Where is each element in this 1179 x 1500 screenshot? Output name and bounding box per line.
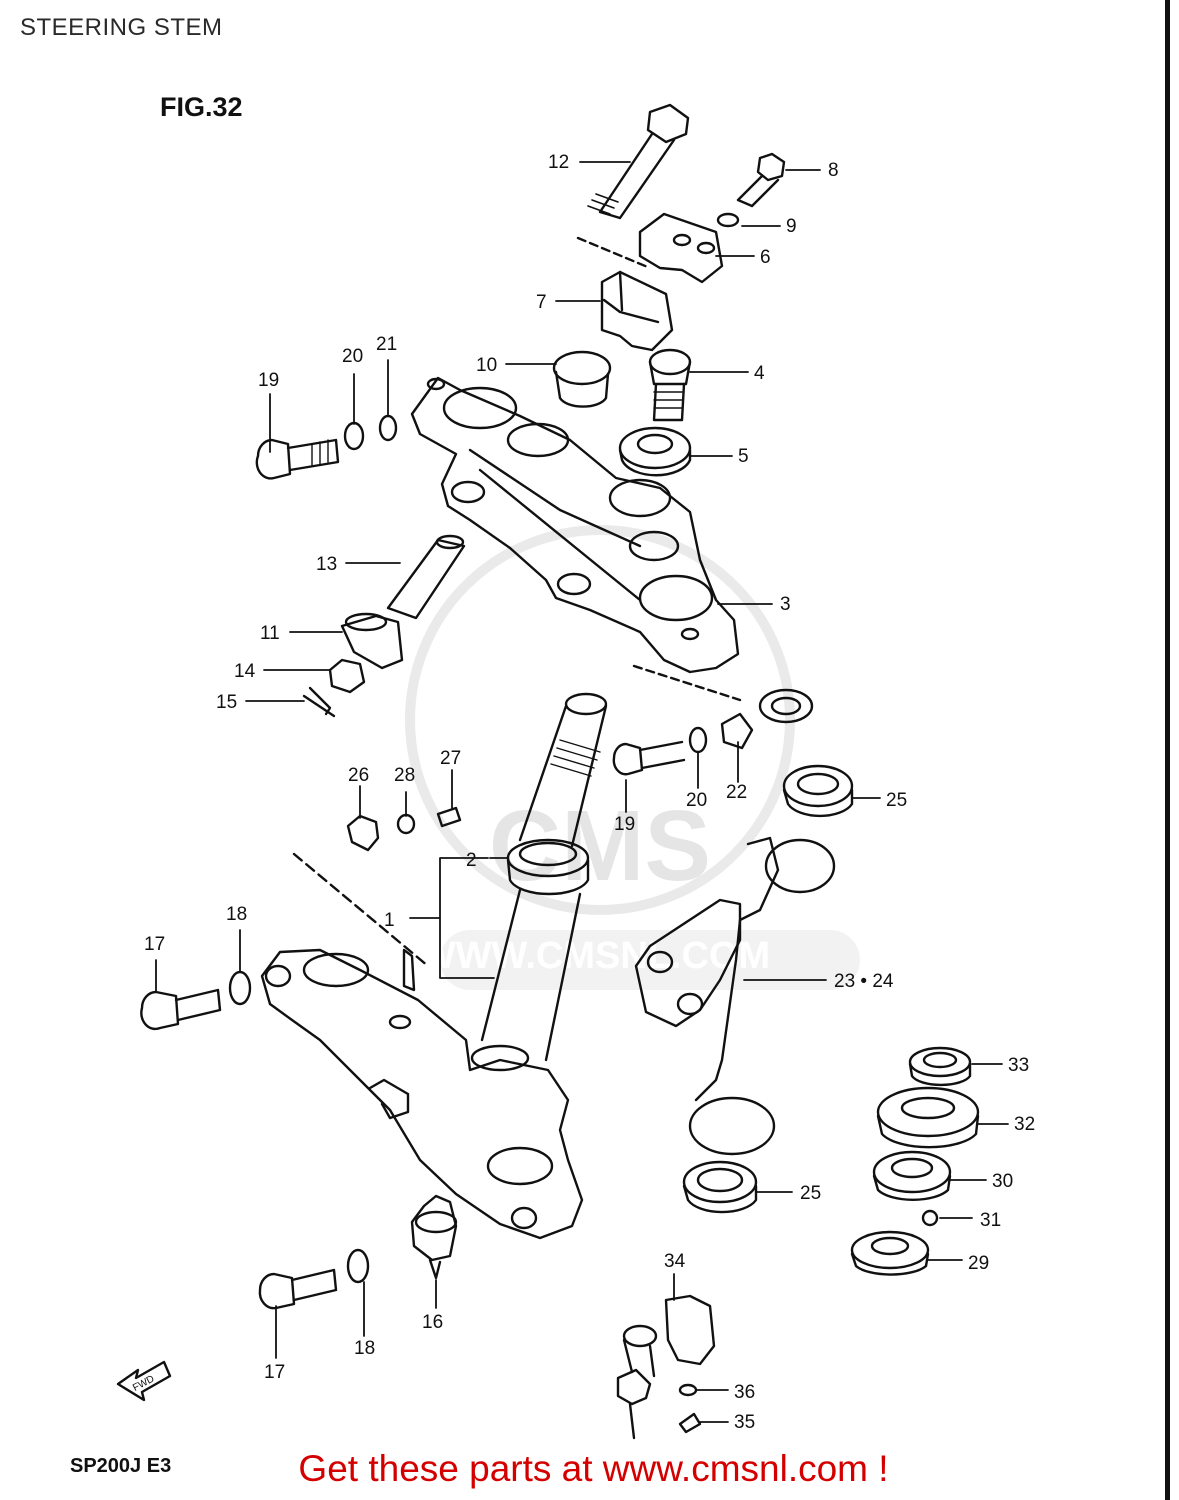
washer-28 (396, 813, 416, 835)
callout-20-lower: 20 (686, 790, 707, 811)
callout-21: 21 (376, 334, 397, 355)
ball-31 (921, 1209, 939, 1227)
callout-11: 11 (260, 623, 280, 644)
leader-dashed (576, 236, 652, 270)
callout-1: 1 (384, 910, 395, 931)
callout-26: 26 (348, 765, 369, 786)
grommet-25a (782, 764, 854, 818)
washer-21 (378, 414, 398, 442)
grommet-25b (682, 1160, 758, 1214)
callout-23-24: 23 • 24 (834, 971, 894, 992)
grommet-upper (758, 688, 814, 724)
spacer-13 (386, 534, 466, 620)
callout-36: 36 (734, 1382, 755, 1403)
leader-lines (155, 161, 1009, 1423)
handlebar-holder-7 (600, 270, 674, 352)
callout-5: 5 (738, 446, 749, 467)
callout-19-lower: 19 (614, 814, 635, 835)
callout-16: 16 (422, 1312, 443, 1333)
nut-14 (328, 658, 366, 694)
washer-5 (618, 426, 692, 477)
bracket-23-24 (634, 836, 836, 1156)
callout-6: 6 (760, 247, 771, 268)
page-title: STEERING STEM (20, 14, 223, 41)
bolt-17-lower (258, 1268, 338, 1310)
nut-33 (908, 1046, 972, 1087)
handlebar-clamp-upper-6 (638, 212, 724, 284)
washer-36 (678, 1383, 698, 1397)
cushion-10 (552, 350, 612, 408)
washer-20-upper (343, 421, 365, 451)
callout-17-lower: 17 (264, 1362, 285, 1383)
upper-bracket-3 (410, 376, 740, 674)
callout-10: 10 (476, 355, 497, 376)
callout-13: 13 (316, 554, 337, 575)
bolt-12 (587, 103, 690, 220)
bolt-4 (648, 348, 692, 422)
callout-9: 9 (786, 216, 797, 237)
bolt-19-upper (255, 438, 340, 480)
callout-19-upper: 19 (258, 370, 279, 391)
washer-20-lower (688, 726, 708, 754)
callout-34: 34 (664, 1251, 686, 1272)
callout-12: 12 (548, 152, 569, 173)
page-border (1165, 0, 1170, 1500)
callout-35: 35 (734, 1412, 755, 1433)
cushion-11 (340, 612, 404, 670)
callout-4: 4 (754, 363, 765, 384)
ignition-switch-34 (616, 1294, 716, 1440)
callout-20-upper: 20 (342, 346, 363, 367)
callout-18-lower: 18 (354, 1338, 375, 1359)
fwd-arrow-icon (116, 1360, 172, 1402)
figure-label: FIG.32 (160, 92, 243, 122)
steering-stem-1 (480, 692, 608, 1062)
bolt-17-upper (140, 988, 222, 1031)
washer-9 (716, 212, 740, 228)
watermark-url: WWW.CMSNL.COM (420, 935, 770, 977)
washer-18-lower (346, 1248, 370, 1284)
clip-26 (346, 814, 380, 852)
model-code: SP200J E3 (70, 1455, 172, 1477)
callout-15: 15 (216, 692, 237, 713)
screw-35 (678, 1412, 702, 1434)
seal-32 (876, 1086, 980, 1149)
lower-bracket (260, 948, 584, 1240)
callout-25-lower: 25 (800, 1183, 821, 1204)
callout-30: 30 (992, 1171, 1013, 1192)
bolt-19-lower (612, 740, 686, 776)
callout-32: 32 (1014, 1114, 1035, 1135)
race-30 (872, 1150, 952, 1201)
bolt-8 (736, 152, 786, 208)
callout-27: 27 (440, 748, 461, 769)
callout-28: 28 (394, 765, 415, 786)
race-29 (850, 1230, 930, 1276)
callout-7: 7 (536, 292, 547, 313)
callout-33: 33 (1008, 1055, 1029, 1076)
washer-18-upper (228, 970, 252, 1006)
screw-27 (436, 806, 462, 828)
callout-8: 8 (828, 160, 839, 181)
cotter-pin-15 (302, 686, 336, 718)
watermark-logo (405, 525, 860, 990)
plate-22 (720, 712, 754, 750)
callout-3: 3 (780, 594, 791, 615)
promo-link[interactable]: Get these parts at www.cmsnl.com ! (0, 1448, 1179, 1490)
callout-31: 31 (980, 1210, 1001, 1231)
callout-17-upper: 17 (144, 934, 165, 955)
callout-2: 2 (466, 850, 477, 871)
callout-29: 29 (968, 1253, 989, 1274)
callout-22: 22 (726, 782, 747, 803)
watermark-brand: CMS (489, 790, 711, 902)
holder-16 (410, 1194, 458, 1280)
callout-18-upper: 18 (226, 904, 247, 925)
callout-14: 14 (234, 661, 256, 682)
callout-25-upper: 25 (886, 790, 907, 811)
promo-text[interactable]: Get these parts at www.cmsnl.com ! (298, 1448, 889, 1489)
